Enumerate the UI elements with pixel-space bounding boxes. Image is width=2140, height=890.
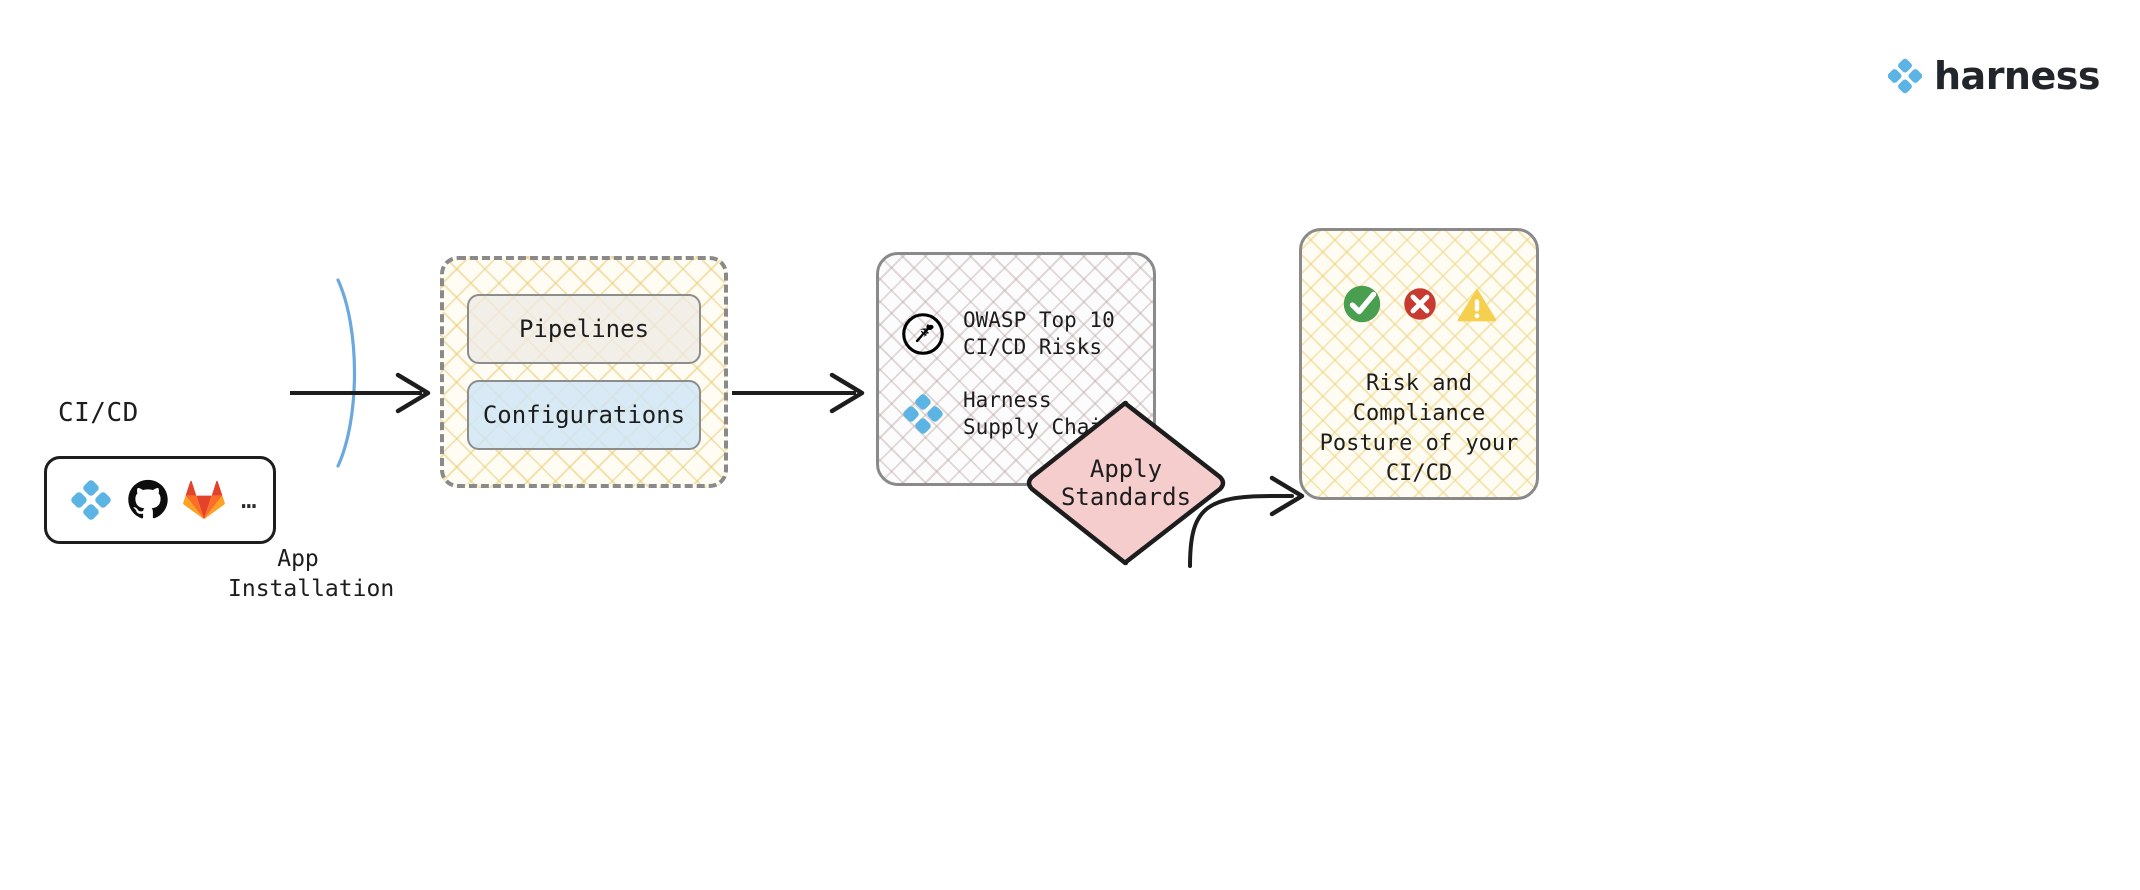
owasp-text: OWASP Top 10 CI/CD Risks (963, 307, 1115, 361)
harness-diamond-icon (1888, 58, 1922, 94)
app-installation-label: App Installation (228, 544, 395, 605)
harness-logo: harness (1888, 52, 2101, 100)
app-installation-boundary (336, 278, 357, 468)
result-line1: Risk and Compliance (1352, 371, 1486, 426)
x-circle-icon (1404, 288, 1436, 320)
pipelines-label: Pipelines (518, 315, 650, 343)
cicd-label: CI/CD (58, 398, 139, 428)
warning-triangle-icon (1457, 288, 1497, 322)
arrow-standards-to-result (1188, 475, 1305, 568)
apply-standards-node[interactable]: Apply Standards (1024, 398, 1228, 568)
configurations-card[interactable]: Configurations (467, 380, 701, 450)
app-installation-line1: App (277, 546, 319, 572)
owasp-line2: CI/CD Risks (963, 334, 1103, 359)
brand-wordmark: harness (1934, 54, 2101, 98)
standard-row-owasp: OWASP Top 10 CI/CD Risks (901, 307, 1153, 361)
more-tools-ellipsis: … (241, 485, 259, 515)
result-text: Risk and Compliance Posture of your CI/C… (1302, 369, 1536, 489)
harness-supply-chain-text: Harness Supply Chain (963, 387, 1115, 441)
arrow-pipelines-to-standards (732, 372, 865, 414)
harness-line1: Harness (963, 387, 1052, 412)
arrow-source-to-pipelines (290, 372, 431, 414)
check-circle-icon (1343, 285, 1381, 323)
github-icon (128, 479, 168, 519)
harness-diamond-icon (903, 393, 943, 434)
result-panel: Risk and Compliance Posture of your CI/C… (1299, 228, 1539, 500)
app-installation-line2: Installation (228, 576, 395, 603)
harness-icon (71, 480, 111, 520)
scanned-assets-group: Pipelines Configurations (440, 256, 728, 488)
gitlab-icon (183, 480, 225, 520)
standard-row-harness: Harness Supply Chain (901, 387, 1153, 441)
diamond-shape (1026, 400, 1226, 566)
owasp-line1: OWASP Top 10 (963, 308, 1115, 332)
status-icon-group (1339, 281, 1499, 327)
owasp-icon (902, 313, 944, 355)
pipelines-card[interactable]: Pipelines (467, 294, 701, 364)
cicd-tools-box: … (44, 456, 276, 544)
configurations-label: Configurations (482, 401, 686, 429)
standards-panel: OWASP Top 10 CI/CD Risks Harness Supply … (876, 252, 1156, 486)
result-line2: Posture of your (1319, 430, 1519, 456)
result-line3: CI/CD (1385, 460, 1453, 486)
